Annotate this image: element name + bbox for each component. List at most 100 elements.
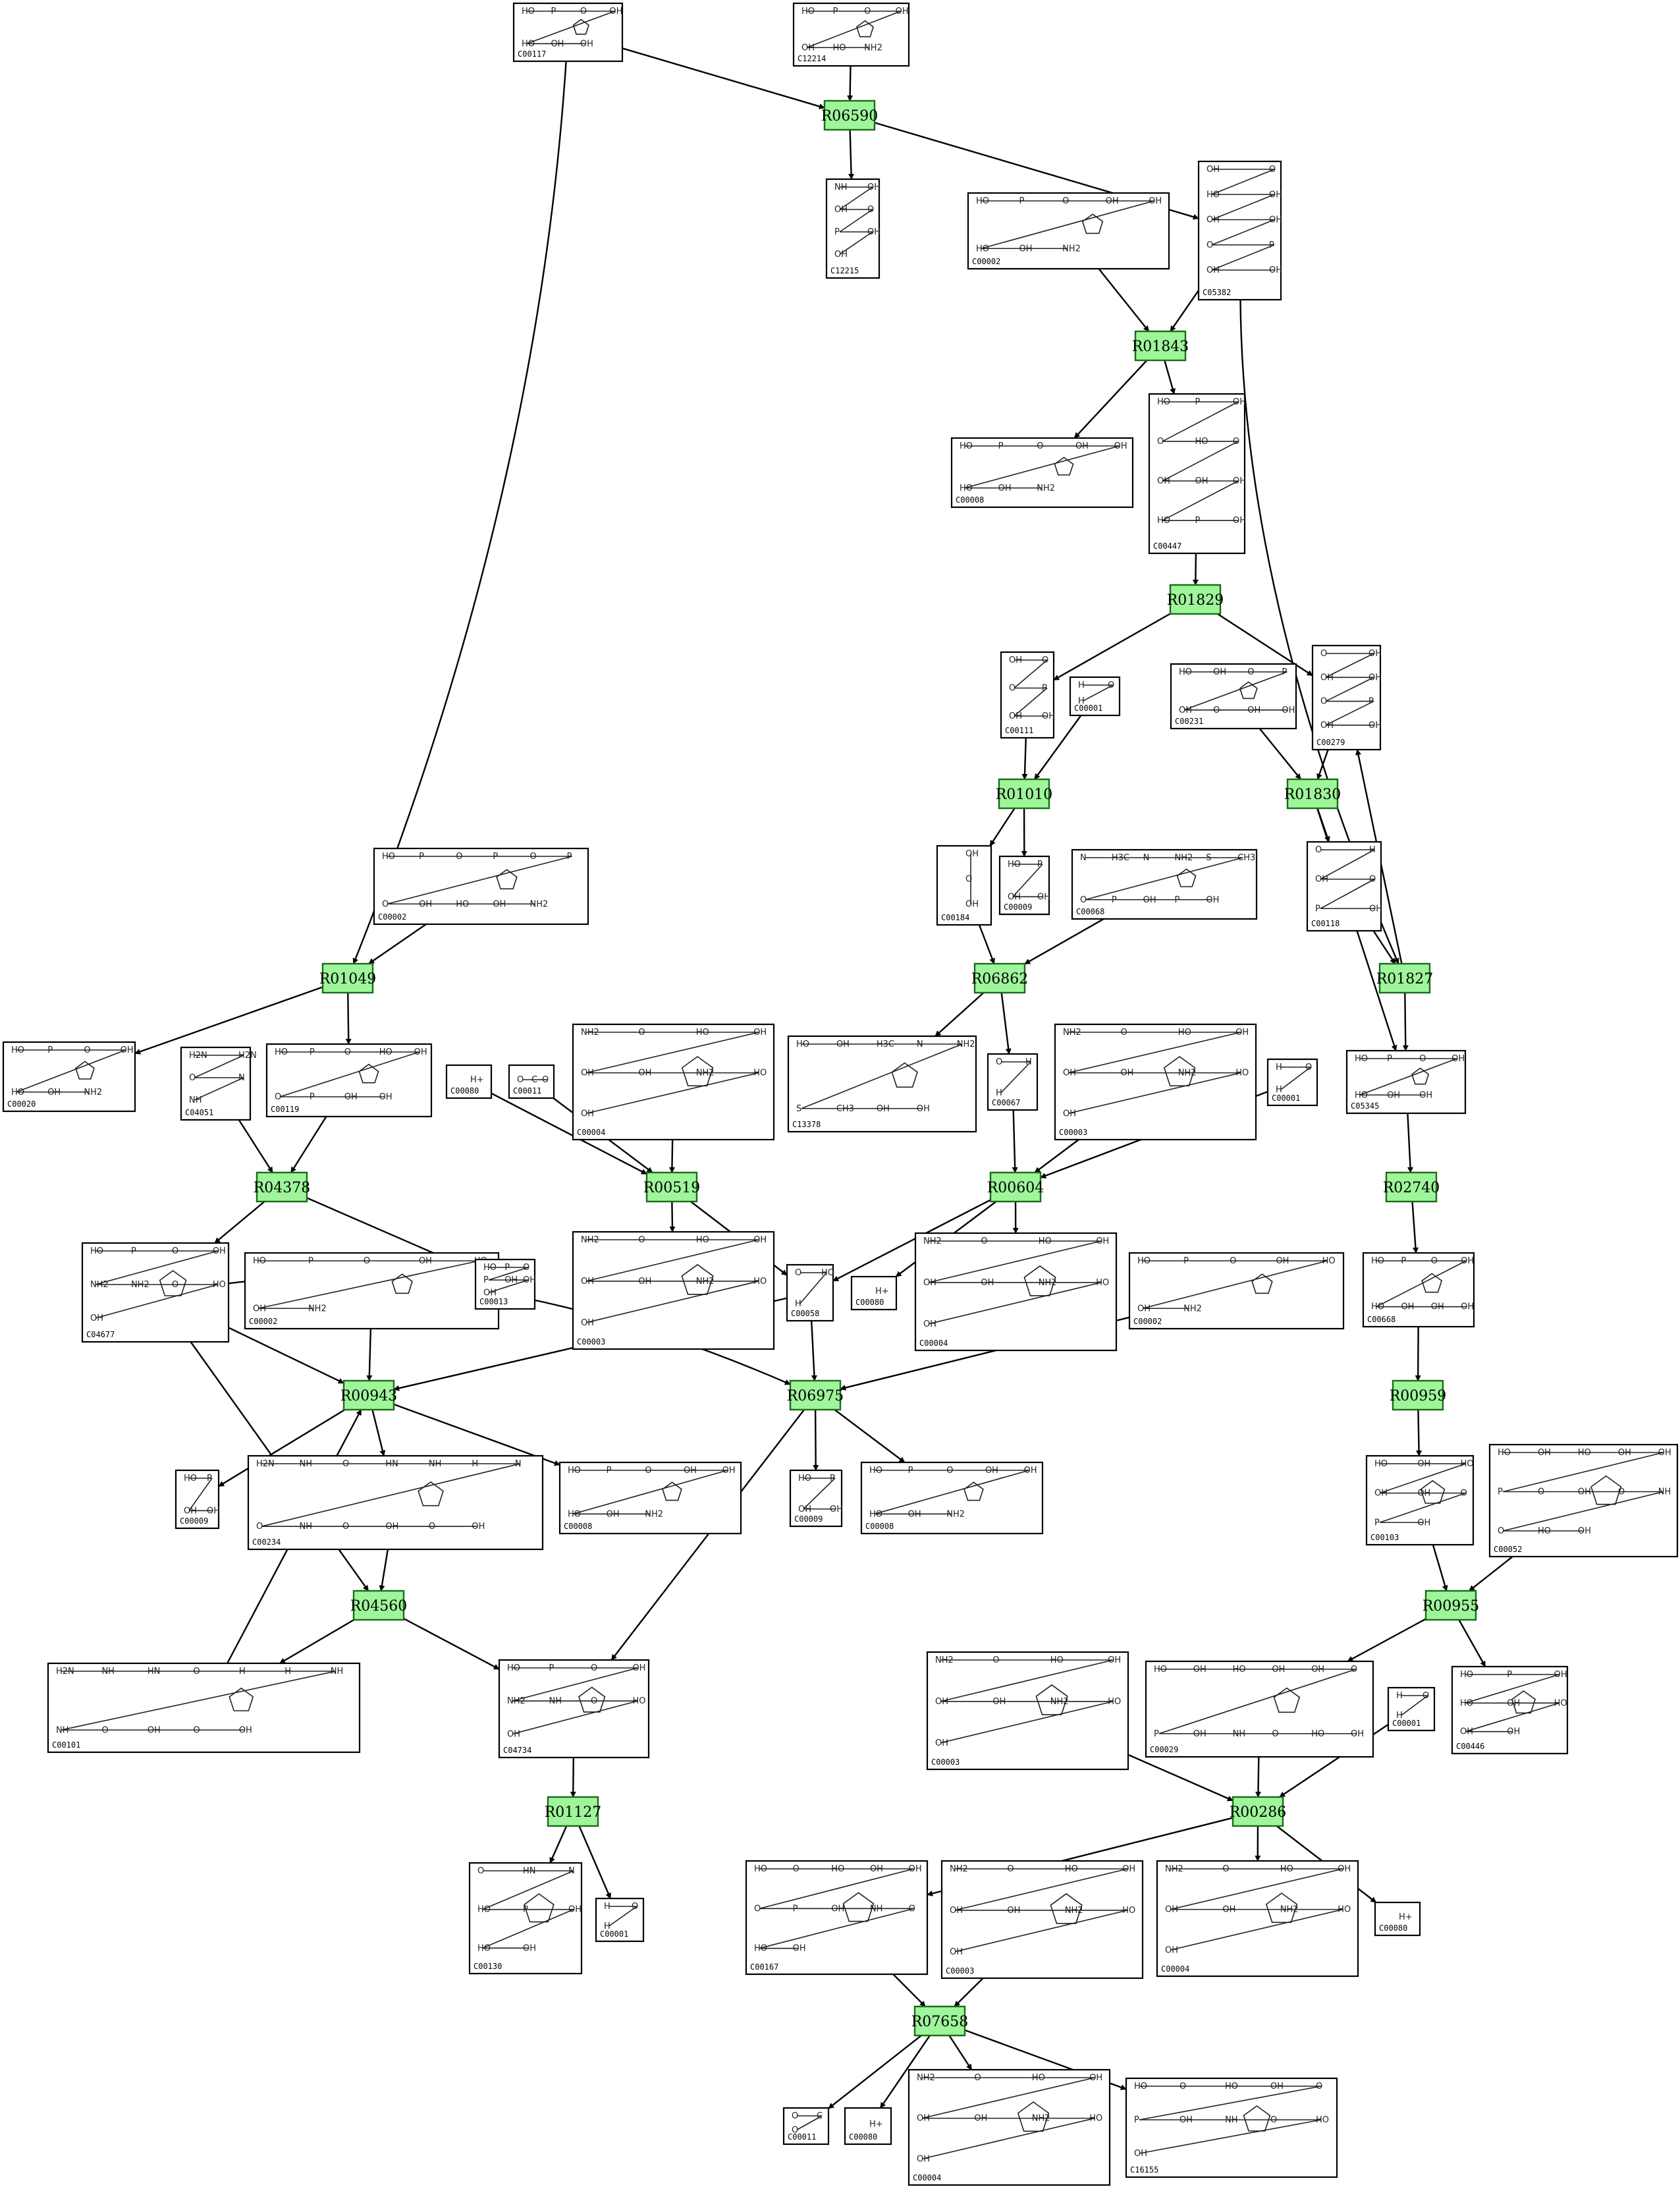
atom-label: P (523, 1905, 528, 1915)
atom-label: HO (1065, 1864, 1078, 1874)
reaction-r06862[interactable]: R06862 (971, 962, 1029, 994)
reaction-r00959[interactable]: R00959 (1390, 1379, 1447, 1411)
compound-id-label: C00231 (1175, 717, 1203, 726)
atom-label: OH (609, 7, 622, 16)
reaction-r01827[interactable]: R01827 (1376, 962, 1434, 994)
reaction-r01829[interactable]: R01829 (1167, 584, 1224, 615)
atom-label: P (1195, 397, 1201, 407)
atom-label: OH (981, 1278, 994, 1288)
reaction-r00519[interactable]: R00519 (643, 1171, 701, 1203)
atom-label: OH (1369, 904, 1382, 914)
atom-label: P (549, 1663, 554, 1673)
reaction-r00955[interactable]: R00955 (1423, 1590, 1480, 1621)
bond (585, 1032, 759, 1074)
reaction-r04378[interactable]: R04378 (254, 1171, 311, 1203)
reaction-r04560[interactable]: R04560 (350, 1590, 408, 1621)
compound-box (908, 2068, 1111, 2186)
reaction-r01830[interactable]: R01830 (1284, 778, 1341, 810)
reaction-r00943[interactable]: R00943 (340, 1379, 398, 1411)
reaction-r02740[interactable]: R02740 (1383, 1171, 1440, 1203)
reaction-r07658[interactable]: R07658 (911, 2005, 969, 2037)
reaction-r06590[interactable]: R06590 (821, 99, 879, 131)
compound-box (468, 1862, 583, 1975)
atom-label: NH (331, 1667, 344, 1676)
reaction-r01010[interactable]: R01010 (996, 778, 1053, 810)
reaction-r00286[interactable]: R00286 (1230, 1796, 1287, 1827)
reaction-r00604[interactable]: R00604 (987, 1171, 1044, 1203)
bond (194, 1077, 244, 1101)
ring (1239, 681, 1258, 700)
reaction-r06975[interactable]: R06975 (787, 1379, 844, 1411)
reaction-r01843[interactable]: R01843 (1132, 330, 1189, 362)
atom-label: NH2 (917, 2073, 935, 2083)
atom-label: O (1315, 845, 1322, 855)
atom-label: O (864, 7, 871, 16)
reaction-r01049[interactable]: R01049 (319, 962, 377, 994)
reaction-r01127[interactable]: R01127 (545, 1796, 602, 1827)
atom-label: HO (1235, 1068, 1249, 1078)
bond (806, 11, 901, 48)
edge-c00117-to-r06590 (622, 47, 825, 109)
